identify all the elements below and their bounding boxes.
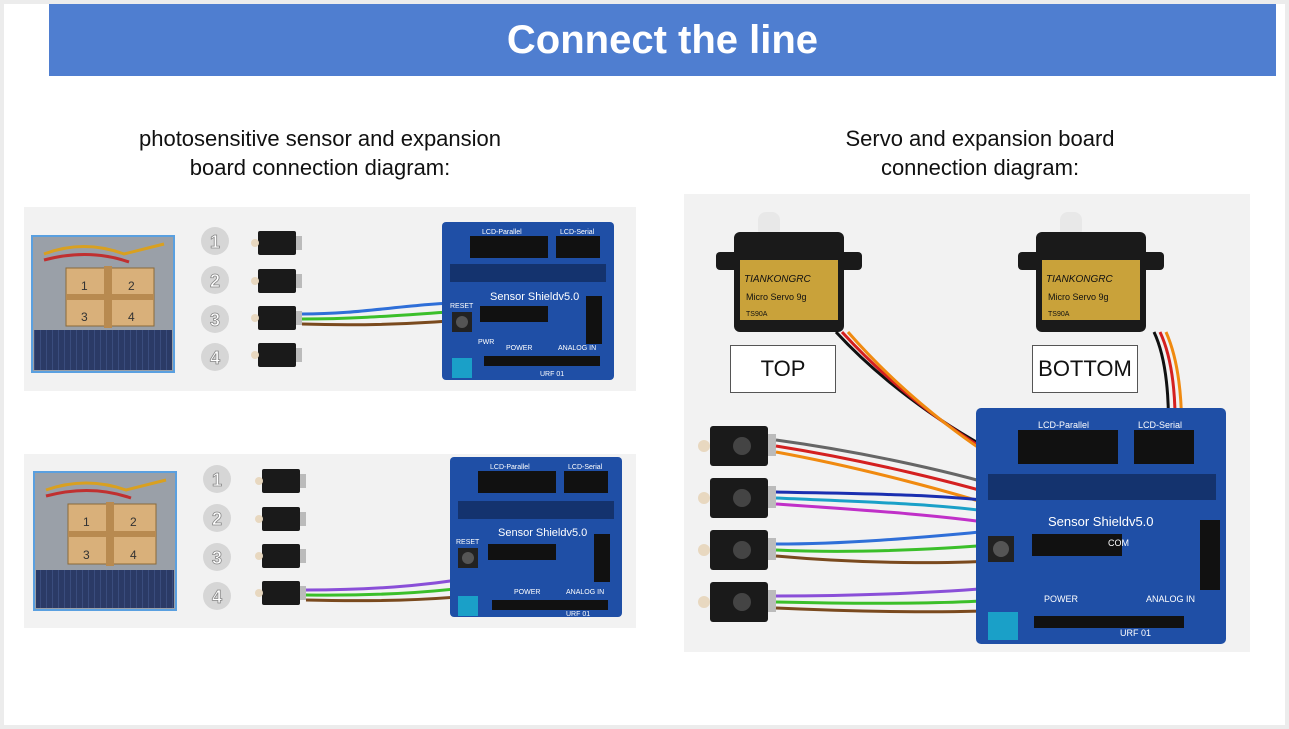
panel-b-photo: 1 2 3 4 <box>33 471 177 611</box>
panel-b-badges: 1 2 3 4 <box>203 465 231 610</box>
panel-a-sensor-1 <box>251 231 302 255</box>
connection-diagram: 1 2 3 4 1 2 3 4 <box>24 194 1250 652</box>
panel-b-badge-4: 4 <box>212 587 222 607</box>
servo-board-urf: URF 01 <box>1120 628 1151 638</box>
panel-a-badge-4: 4 <box>210 348 220 368</box>
panel-b-power: POWER <box>514 589 540 596</box>
panel-b-photo-num-4: 4 <box>130 548 137 562</box>
panel-a-photo-num-2: 2 <box>128 279 135 293</box>
panel-a-reset: RESET <box>450 303 474 310</box>
panel-b-badge-3: 3 <box>212 548 222 568</box>
panel-a-badges: 1 2 3 4 <box>201 227 229 371</box>
panel-a: 1 2 3 4 1 2 3 4 <box>24 207 636 391</box>
top-label-box: TOP <box>730 345 836 393</box>
panel-b-sensor-2 <box>255 507 306 531</box>
servo-board-lcd-serial: LCD-Serial <box>1138 420 1182 430</box>
right-caption: Servo and expansion board connection dia… <box>800 124 1160 182</box>
servo-top-brand: TIANKONGRC <box>744 274 811 285</box>
left-caption-line2: board connection diagram: <box>189 155 451 180</box>
servo-board-analog: ANALOG IN <box>1146 594 1195 604</box>
panel-a-photo-num-1: 1 <box>81 279 88 293</box>
servo-sensor-3 <box>698 530 776 570</box>
panel-b-reset: RESET <box>456 539 480 546</box>
servo-sensor-1 <box>698 426 776 466</box>
panel-a-photo-num-4: 4 <box>128 310 135 324</box>
panel-b: 1 2 3 4 1 2 3 4 <box>24 454 636 628</box>
servo-panel-sensors <box>698 426 776 622</box>
slide: Connect the line photosensitive sensor a… <box>4 4 1285 725</box>
servo-sensor-2 <box>698 478 776 518</box>
panel-a-sensor-4 <box>251 343 302 367</box>
panel-b-badge-2: 2 <box>212 509 222 529</box>
title-bar: Connect the line <box>49 4 1276 76</box>
servo-board-shield-name: Sensor Shieldv5.0 <box>1048 514 1154 529</box>
servo-panel: TIANKONGRC Micro Servo 9g TS90A TIANKONG… <box>684 194 1250 652</box>
slide-title: Connect the line <box>506 17 819 62</box>
left-caption: photosensitive sensor and expansion boar… <box>90 124 550 182</box>
bottom-label: BOTTOM <box>1038 356 1132 381</box>
panel-b-urf: URF 01 <box>566 611 590 618</box>
panel-a-shield-name: Sensor Shieldv5.0 <box>490 291 579 303</box>
servo-board-lcd-parallel: LCD-Parallel <box>1038 420 1089 430</box>
panel-a-photo: 1 2 3 4 <box>31 235 175 373</box>
servo-sensor-4 <box>698 582 776 622</box>
servo-bottom-code: TS90A <box>1048 311 1070 318</box>
panel-b-badge-1: 1 <box>212 470 222 490</box>
top-label: TOP <box>760 356 806 381</box>
servo-board-power: POWER <box>1044 594 1079 604</box>
panel-b-photo-num-3: 3 <box>83 548 90 562</box>
panel-b-board: LCD-Parallel LCD-Serial Sensor Shieldv5.… <box>450 457 622 618</box>
servo-bottom-brand: TIANKONGRC <box>1046 274 1113 285</box>
panel-a-lcd-parallel: LCD-Parallel <box>482 229 522 236</box>
panel-b-photo-num-1: 1 <box>83 515 90 529</box>
panel-b-sensor-1 <box>255 469 306 493</box>
panel-b-sensor-3 <box>255 544 306 568</box>
left-caption-line1: photosensitive sensor and expansion <box>138 126 502 151</box>
panel-a-sensor-3 <box>251 306 302 330</box>
right-caption-line1: Servo and expansion board <box>845 126 1115 151</box>
panel-a-urf: URF 01 <box>540 371 564 378</box>
panel-b-sensors <box>255 469 306 605</box>
panel-a-sensors <box>251 231 302 367</box>
panel-b-lcd-serial: LCD-Serial <box>568 464 603 471</box>
servo-top-model: Micro Servo 9g <box>746 292 807 302</box>
panel-b-lcd-parallel: LCD-Parallel <box>490 464 530 471</box>
right-caption-line2: connection diagram: <box>880 155 1080 180</box>
panel-a-photo-num-3: 3 <box>81 310 88 324</box>
servo-bottom-model: Micro Servo 9g <box>1048 292 1109 302</box>
panel-a-badge-1: 1 <box>210 232 220 252</box>
servo-panel-board: LCD-Parallel LCD-Serial Sensor Shieldv5.… <box>976 408 1226 644</box>
panel-b-shield-name: Sensor Shieldv5.0 <box>498 527 587 539</box>
panel-b-photo-num-2: 2 <box>130 515 137 529</box>
panel-a-sensor-2 <box>251 269 302 293</box>
panel-a-power: POWER <box>506 345 532 352</box>
panel-a-board: LCD-Parallel LCD-Serial Sensor Shieldv5.… <box>442 222 614 380</box>
panel-a-lcd-serial: LCD-Serial <box>560 229 595 236</box>
servo-bottom: TIANKONGRC Micro Servo 9g TS90A <box>1018 212 1164 332</box>
panel-a-badge-2: 2 <box>210 271 220 291</box>
panel-a-analog: ANALOG IN <box>558 345 596 352</box>
panel-a-badge-3: 3 <box>210 310 220 330</box>
bottom-label-box: BOTTOM <box>1032 345 1138 393</box>
panel-b-sensor-4 <box>255 581 306 605</box>
panel-b-analog: ANALOG IN <box>566 589 604 596</box>
servo-board-com: COM <box>1108 538 1129 548</box>
panel-a-pwr: PWR <box>478 339 494 346</box>
servo-top: TIANKONGRC Micro Servo 9g TS90A <box>716 212 862 332</box>
servo-top-code: TS90A <box>746 311 768 318</box>
